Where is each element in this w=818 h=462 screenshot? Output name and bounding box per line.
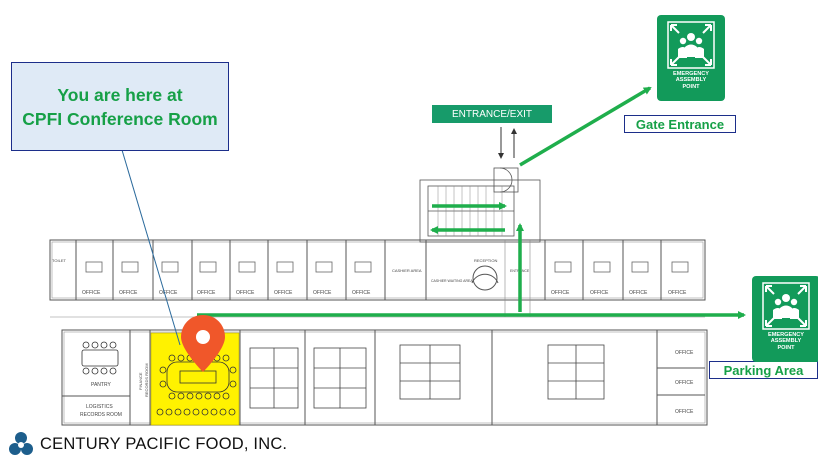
office-label: OFFICE [119,290,138,296]
callout-pointer [121,149,181,346]
reception-label: RECEPTION [474,258,497,263]
office-label: OFFICE [159,290,178,296]
office-label: OFFICE [675,350,694,356]
office-label: OFFICE [197,290,216,296]
gate-entrance-label: Gate Entrance [624,115,736,133]
office-label: OFFICE [313,290,332,296]
office-label: OFFICE [629,290,648,296]
parking-area-label: Parking Area [709,361,818,379]
location-pin-icon [181,315,225,372]
finance-label-2: RECORDS ROOM [144,363,149,397]
company-logo: CENTURY PACIFIC FOOD, INC. [7,428,287,460]
finance-label: FINANCE [138,372,143,390]
assembly-line-3: POINT [777,344,795,351]
callout-line-1: You are here at [57,84,183,105]
pantry-table [81,341,119,375]
logistics-label: LOGISTICS [86,404,113,410]
office-label: OFFICE [590,290,609,296]
assembly-line-1: EMERGENCY [767,332,805,338]
assembly-point-sign-gate: EMERGENCY ASSEMBLY POINT [657,15,725,101]
stairs-block [419,167,541,243]
cashier-label: CASHIER AREA [392,268,422,273]
pantry-label: PANTRY [91,382,111,388]
office-label: OFFICE [82,290,101,296]
assembly-line-2: ASSEMBLY [770,338,802,345]
office-label: OFFICE [236,290,255,296]
workstations [249,344,605,409]
office-label: OFFICE [352,290,371,296]
company-logo-icon [9,432,33,455]
assembly-line-3: POINT [682,83,700,90]
office-label: OFFICE [668,290,687,296]
toilet-label: TOILET [52,258,66,263]
company-name: CENTURY PACIFIC FOOD, INC. [40,434,288,453]
entrance-exit-label: ENTRANCE/EXIT [432,105,552,123]
office-label: OFFICE [551,290,570,296]
office-label: OFFICE [675,380,694,386]
assembly-point-sign-parking: EMERGENCY ASSEMBLY POINT [752,276,818,362]
waiting-label: CASHIER WAITING AREA [431,279,473,283]
assembly-point-icon [667,21,715,69]
lower-office-block [61,329,708,426]
callout-line-2: CPFI Conference Room [22,108,218,129]
assembly-line-1: EMERGENCY [672,71,710,77]
logistics-label-2: RECORDS ROOM [80,412,122,418]
assembly-point-icon [762,282,810,330]
upper-office-strip [49,239,706,301]
evacuation-route [197,86,746,319]
office-label: OFFICE [675,409,694,415]
you-are-here-callout: You are here at CPFI Conference Room [11,62,229,151]
assembly-line-2: ASSEMBLY [675,77,707,84]
office-label: OFFICE [274,290,293,296]
